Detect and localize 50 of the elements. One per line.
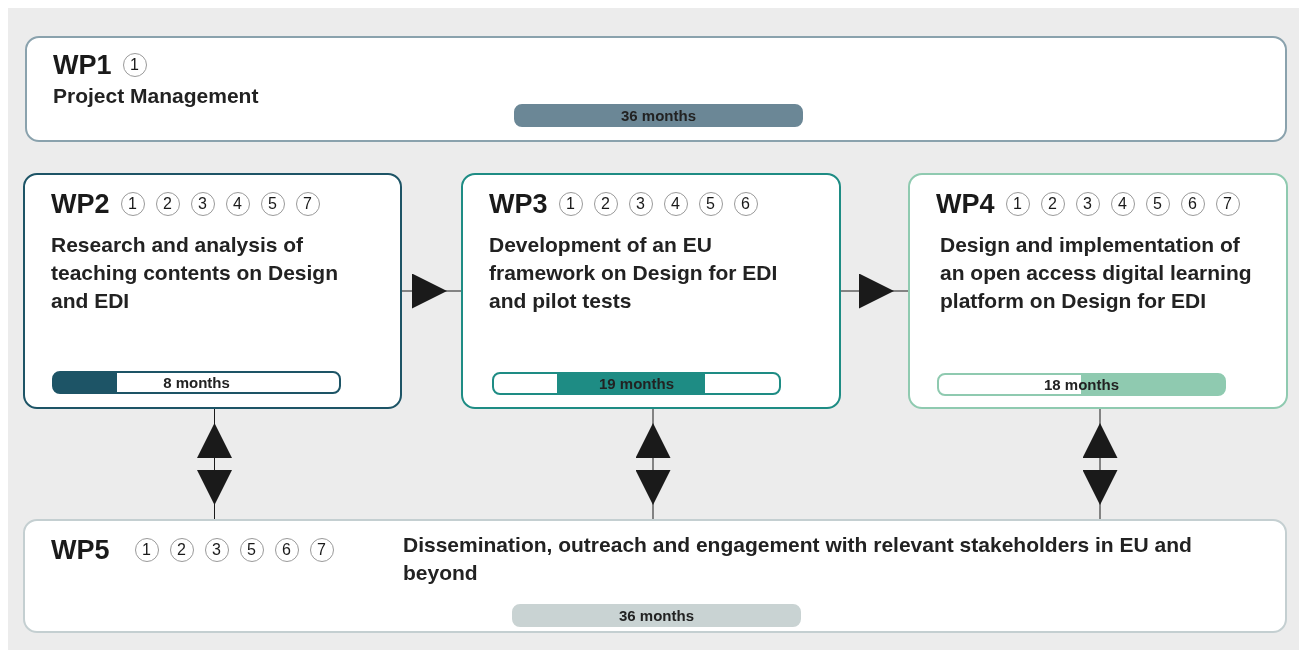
duration-bar: 19 months <box>492 372 781 395</box>
partner-number: 4 <box>225 192 250 216</box>
partner-number: 7 <box>295 192 320 216</box>
partner-number: 3 <box>1075 192 1100 216</box>
partner-number: 1 <box>1005 192 1030 216</box>
partner-number: 5 <box>260 192 285 216</box>
partner-number: 6 <box>733 192 758 216</box>
partner-number: 2 <box>1040 192 1065 216</box>
arrow <box>840 273 909 309</box>
work-package-card <box>23 173 402 409</box>
partner-number: 5 <box>1145 192 1170 216</box>
partner-number: 1 <box>558 192 583 216</box>
partner-number: 6 <box>274 538 299 562</box>
partner-number: 7 <box>1215 192 1240 216</box>
package-description: Project Management <box>53 83 260 109</box>
arrow <box>1082 408 1118 520</box>
package-title: WP5 <box>51 535 110 565</box>
partner-number: 4 <box>1110 192 1135 216</box>
work-package-card <box>908 173 1288 409</box>
duration-bar: 8 months <box>52 371 341 394</box>
package-description: Dissemination, outreach and engagement with relevant stakeholders in EU and beyond <box>403 532 1193 586</box>
package-title: WP2 <box>51 189 110 219</box>
partner-number: 3 <box>204 538 229 562</box>
work-package-card <box>23 519 1287 633</box>
partner-number: 5 <box>239 538 264 562</box>
work-package-card <box>461 173 841 409</box>
partner-number: 1 <box>120 192 145 216</box>
arrow <box>401 273 462 309</box>
arrow <box>635 408 671 520</box>
package-description: Development of an EU framework on Design for EDI and pilot tests <box>489 232 779 314</box>
duration-bar: 36 months <box>514 104 803 127</box>
package-title: WP3 <box>489 189 548 219</box>
partner-number: 3 <box>190 192 215 216</box>
arrow <box>197 408 232 520</box>
partner-number: 4 <box>663 192 688 216</box>
partner-number: 2 <box>155 192 180 216</box>
partner-number: 1 <box>134 538 159 562</box>
package-title: WP4 <box>936 189 995 219</box>
partner-number: 1 <box>122 53 147 77</box>
package-description: Design and implementation of an open access digital learning platform on Design for EDI <box>940 232 1253 314</box>
package-description: Research and analysis of teaching contents on Design and EDI <box>51 232 340 314</box>
partner-number: 6 <box>1180 192 1205 216</box>
package-title: WP1 <box>53 50 112 80</box>
partner-number: 3 <box>628 192 653 216</box>
partner-number: 2 <box>593 192 618 216</box>
partner-number: 7 <box>309 538 334 562</box>
partner-number: 2 <box>169 538 194 562</box>
work-package-card <box>25 36 1287 142</box>
duration-bar: 36 months <box>512 604 801 627</box>
partner-number: 5 <box>698 192 723 216</box>
